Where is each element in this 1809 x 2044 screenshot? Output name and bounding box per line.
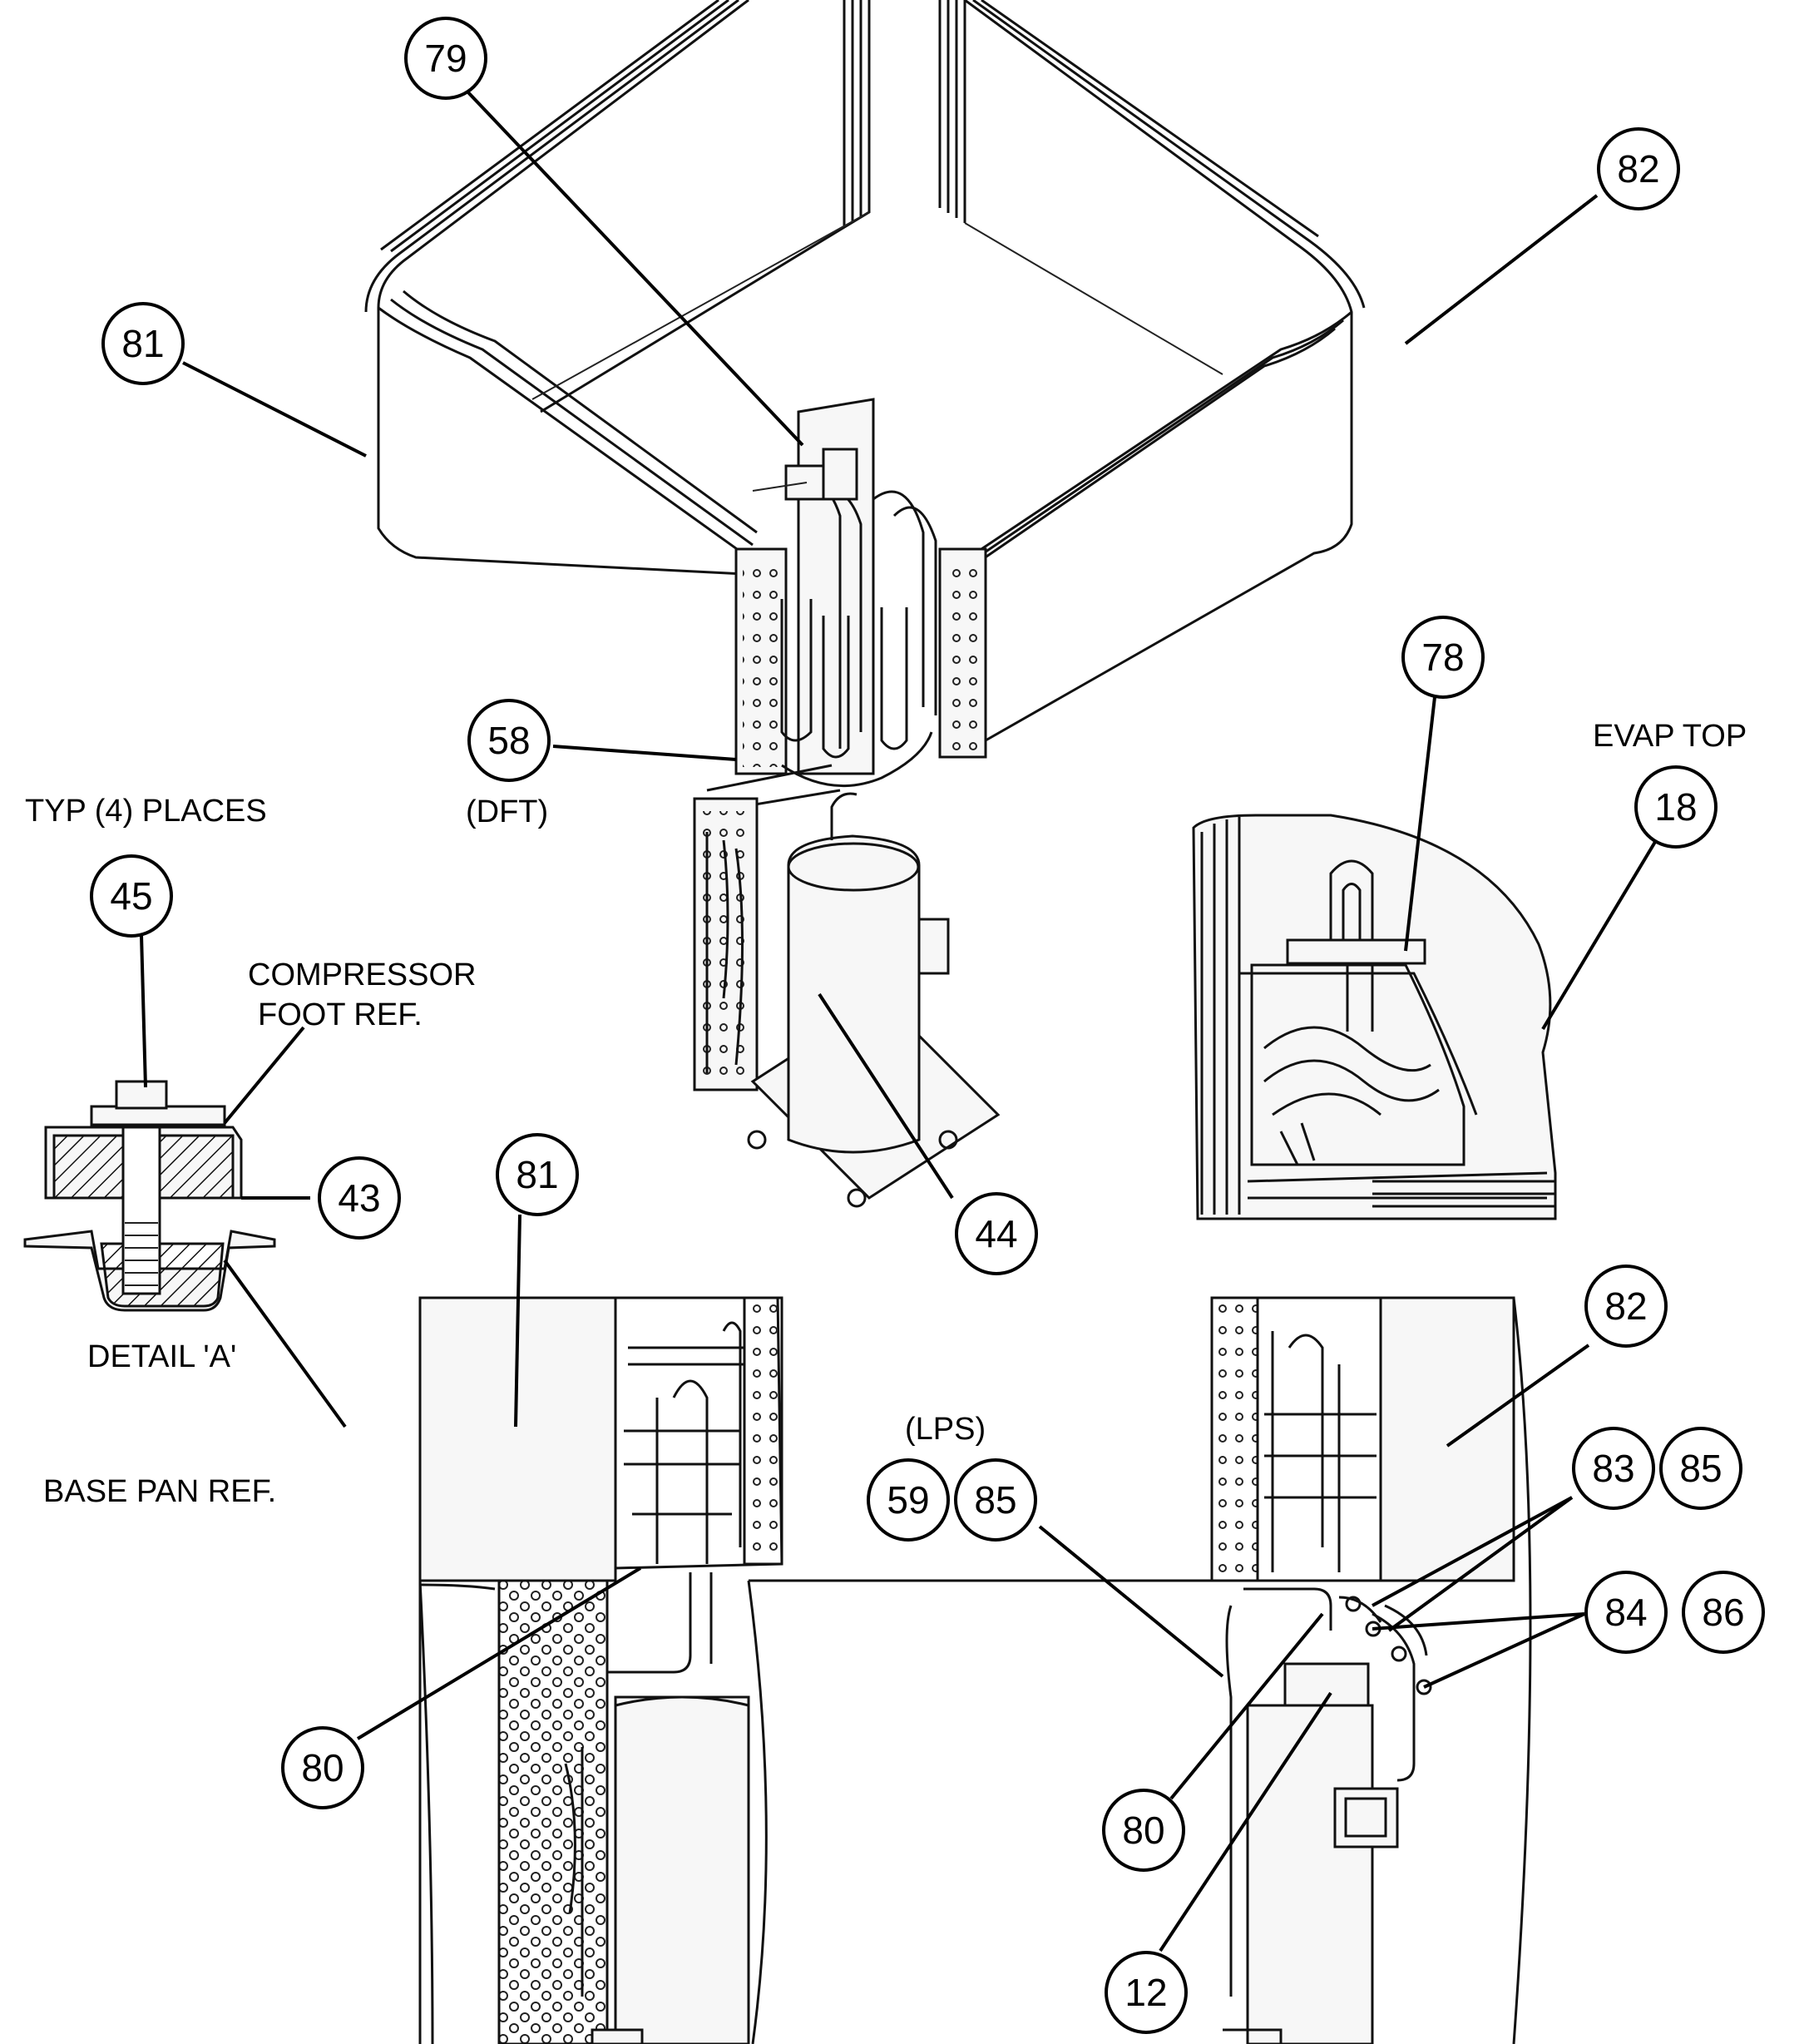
callout-81-top: 81 (101, 302, 185, 385)
note-dft: (DFT) (466, 794, 548, 829)
callout-18: 18 (1634, 765, 1718, 849)
callout-86: 86 (1682, 1571, 1765, 1654)
note-compressor-foot-1: COMPRESSOR (248, 958, 476, 992)
callout-84: 84 (1584, 1571, 1668, 1654)
callout-81-mid: 81 (496, 1133, 579, 1216)
callout-82-top: 82 (1597, 127, 1680, 210)
coil-assembly-top (364, 0, 1366, 813)
bottom-right-assembly (1210, 1296, 1532, 2044)
note-typ-places: TYP (4) PLACES (25, 794, 267, 829)
callout-80-left: 80 (281, 1726, 364, 1809)
evap-top-view (1192, 814, 1557, 1220)
callout-43: 43 (318, 1156, 401, 1240)
svg-text:81: 81 (121, 322, 164, 365)
svg-text:84: 84 (1604, 1591, 1647, 1634)
svg-text:79: 79 (424, 37, 467, 80)
callout-85-left: 85 (954, 1458, 1037, 1542)
callout-59: 59 (867, 1458, 950, 1542)
svg-text:80: 80 (301, 1746, 344, 1789)
note-detail-a: DETAIL 'A' (87, 1339, 236, 1374)
svg-text:18: 18 (1654, 785, 1697, 829)
callout-78: 78 (1401, 616, 1485, 699)
callout-83: 83 (1572, 1427, 1655, 1510)
callout-58: 58 (467, 699, 551, 782)
callout-12: 12 (1105, 1951, 1188, 2034)
callout-44: 44 (955, 1192, 1038, 1275)
svg-text:59: 59 (887, 1478, 929, 1522)
callout-85-right: 85 (1659, 1427, 1742, 1510)
svg-text:86: 86 (1702, 1591, 1744, 1634)
svg-text:78: 78 (1421, 636, 1464, 679)
svg-text:45: 45 (110, 874, 152, 918)
svg-text:44: 44 (975, 1212, 1017, 1255)
svg-text:81: 81 (516, 1153, 558, 1196)
detail-a-isolator (23, 1080, 276, 1312)
callout-79: 79 (404, 17, 487, 100)
svg-text:83: 83 (1592, 1447, 1634, 1490)
svg-text:80: 80 (1122, 1809, 1164, 1852)
note-evap-top: EVAP TOP (1593, 719, 1747, 754)
svg-text:85: 85 (974, 1478, 1016, 1522)
callout-82-mid: 82 (1584, 1265, 1668, 1348)
note-base-pan: BASE PAN REF. (43, 1474, 276, 1509)
note-compressor-foot-2: FOOT REF. (258, 997, 423, 1032)
svg-text:43: 43 (338, 1176, 380, 1220)
callout-80-right: 80 (1102, 1789, 1185, 1872)
callout-45: 45 (90, 854, 173, 938)
leader-lines (140, 88, 1657, 1952)
svg-text:82: 82 (1604, 1284, 1647, 1328)
note-lps: (LPS) (905, 1412, 986, 1447)
svg-text:58: 58 (487, 719, 530, 762)
svg-text:12: 12 (1124, 1971, 1167, 2014)
svg-text:82: 82 (1617, 147, 1659, 191)
compressor-top (693, 792, 1001, 1208)
svg-text:85: 85 (1679, 1447, 1722, 1490)
